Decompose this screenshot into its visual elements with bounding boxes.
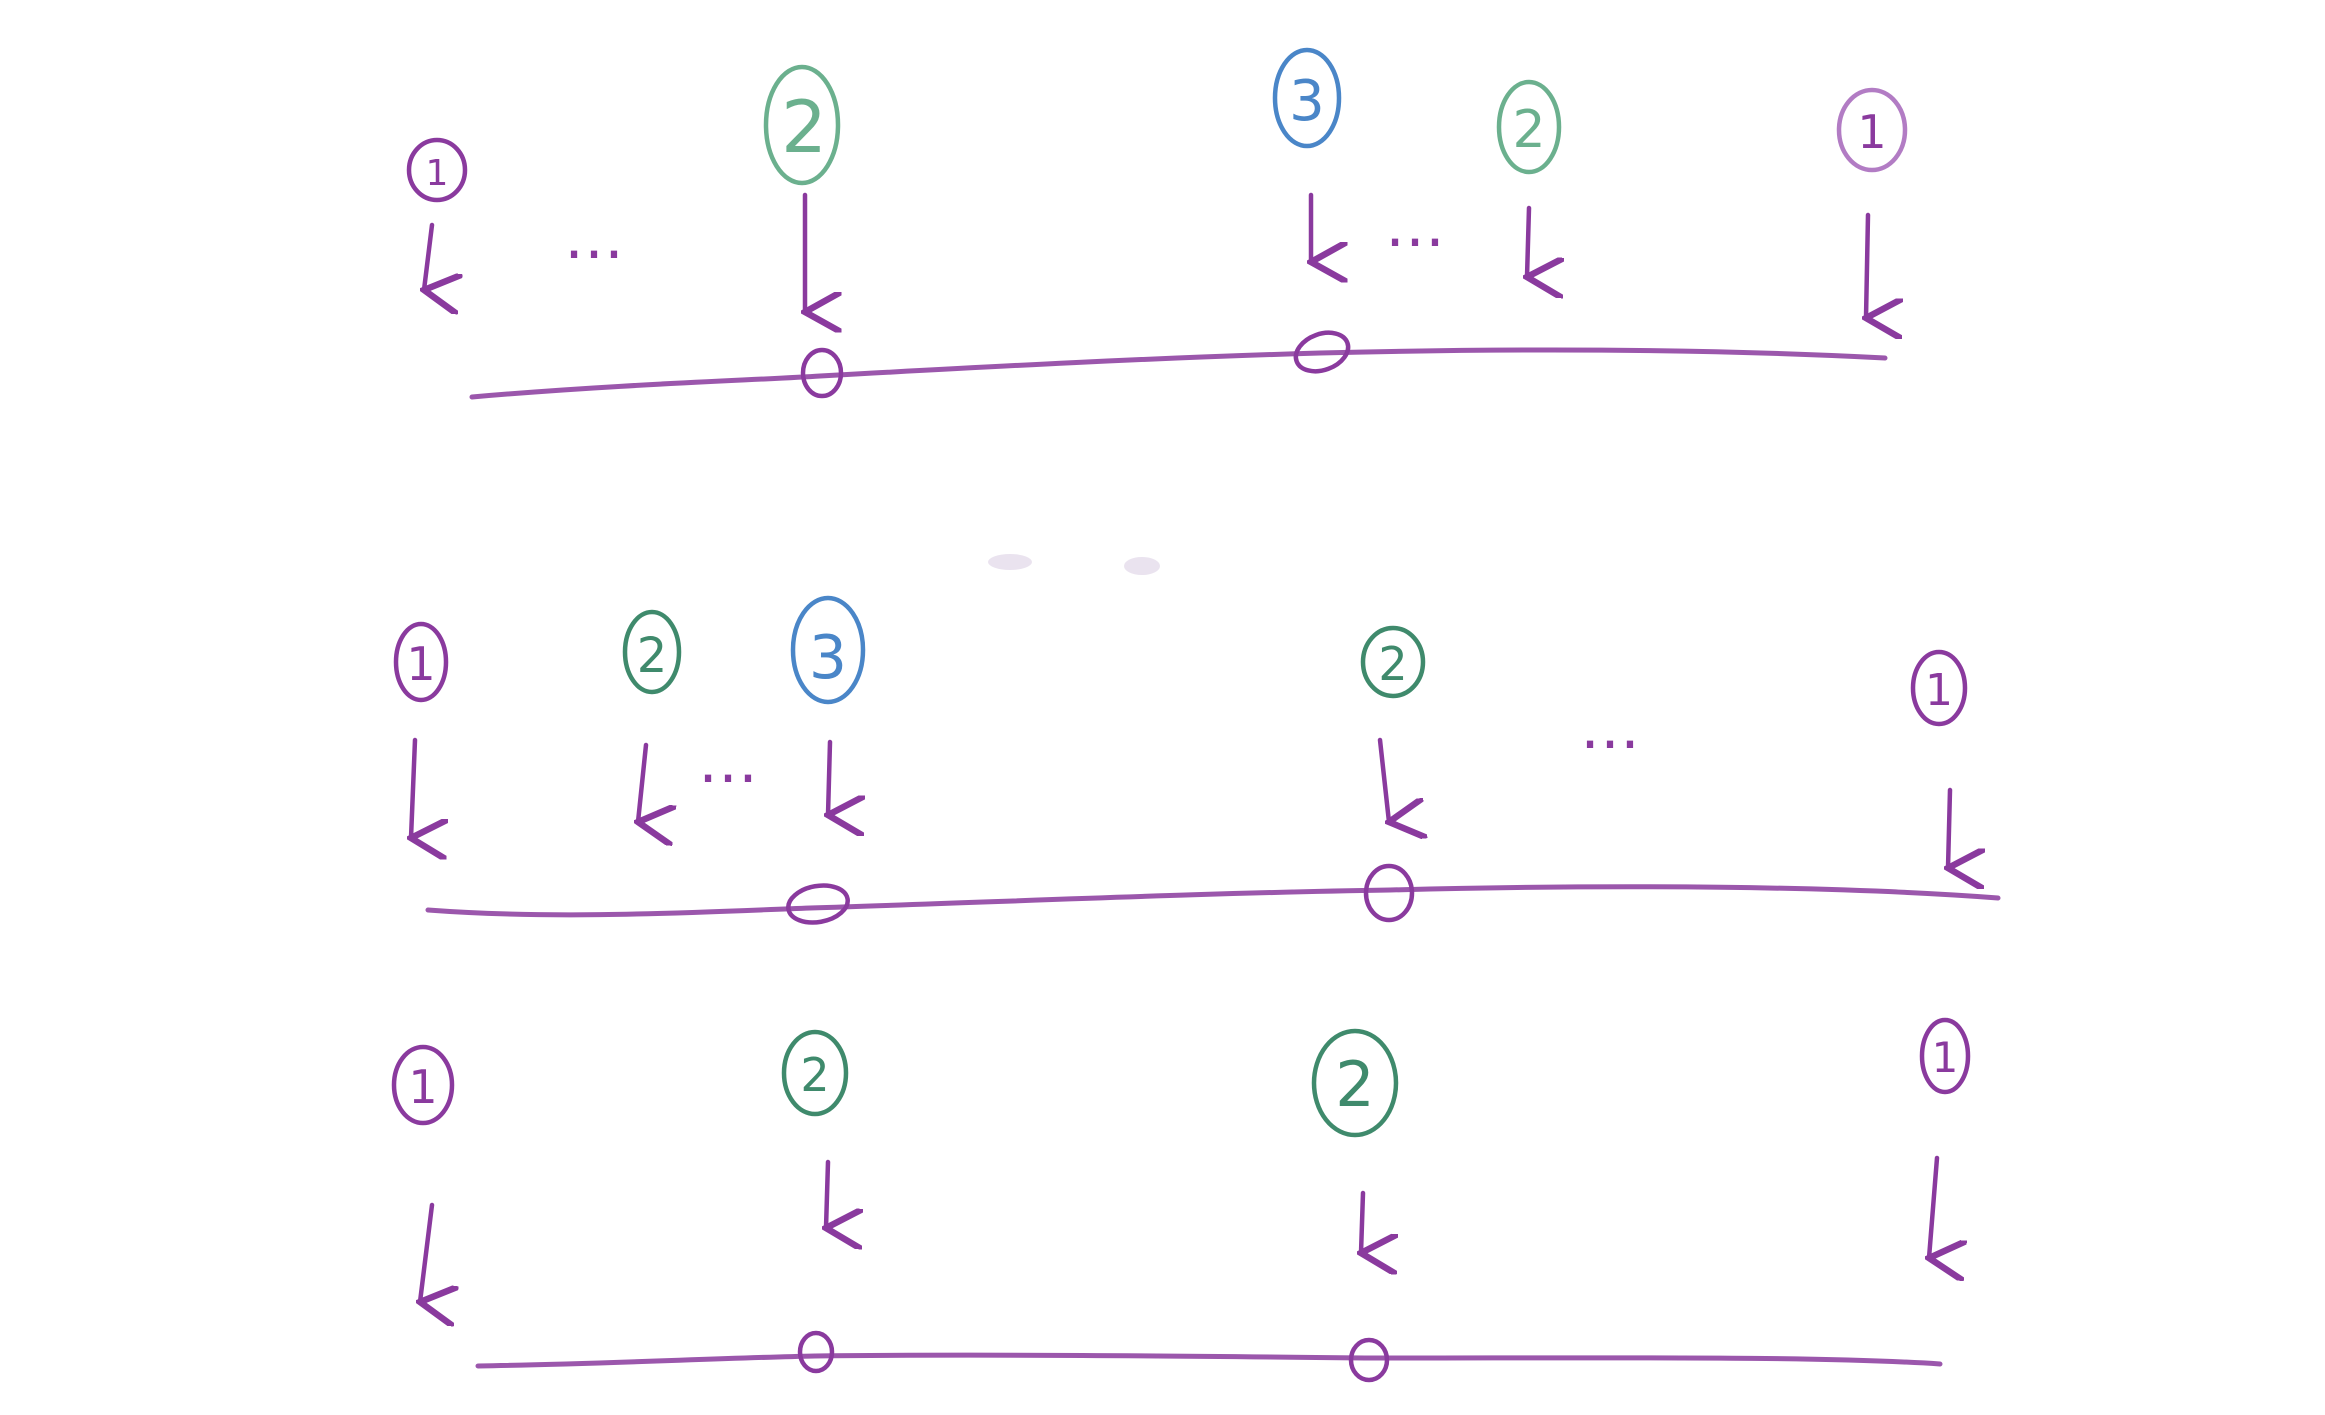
- marker-label: 1: [1857, 105, 1886, 159]
- marker: 1: [1919, 1017, 1971, 1095]
- down-arrow: [411, 737, 415, 838]
- line-dot: [1293, 330, 1351, 374]
- down-arrow: [424, 222, 432, 290]
- marker-circle: [1272, 47, 1342, 149]
- marker-label: 3: [809, 623, 847, 693]
- marker-circle: [763, 64, 841, 186]
- marker: 2: [1311, 1028, 1399, 1138]
- line-dot: [800, 347, 844, 399]
- line-dot: [1348, 1337, 1390, 1383]
- ellipsis: …: [564, 203, 624, 273]
- ellipsis: …: [1580, 693, 1640, 763]
- ellipsis: …: [698, 727, 758, 797]
- marker: 2: [781, 1029, 849, 1117]
- marker: 1: [393, 621, 449, 703]
- marker-label: 2: [781, 85, 827, 169]
- marker-label: 2: [1335, 1048, 1374, 1121]
- row-1: 1 2 3 2 1 … …: [406, 47, 1908, 400]
- marker-circle: [1910, 649, 1968, 727]
- row-3: 1 2 2 1: [391, 1017, 1971, 1383]
- smudge: [1124, 557, 1160, 575]
- smudge: [988, 554, 1032, 570]
- marker-label: 1: [426, 153, 449, 194]
- row-2: 1 2 3 2 1 … …: [393, 595, 2001, 925]
- down-arrow: [1866, 212, 1868, 318]
- marker-label: 1: [408, 1060, 437, 1114]
- ellipsis: …: [1385, 191, 1445, 261]
- marker: 2: [1496, 79, 1562, 175]
- marker: 2: [622, 609, 682, 695]
- timeline-line: [425, 884, 2001, 918]
- marker-label: 2: [637, 628, 668, 684]
- marker-circle: [1836, 87, 1908, 173]
- marker-label: 1: [1925, 665, 1953, 716]
- down-arrow: [638, 742, 646, 822]
- line-dot: [1363, 863, 1415, 923]
- marker-label: 1: [1932, 1033, 1959, 1082]
- marker: 1: [406, 137, 468, 203]
- marker-label: 1: [406, 637, 435, 691]
- marker-label: 2: [1512, 100, 1545, 160]
- down-arrow: [1948, 787, 1950, 868]
- marker-circle: [790, 595, 866, 705]
- down-arrow: [1377, 737, 1389, 822]
- marker-circle: [1496, 79, 1562, 175]
- down-arrow: [826, 1159, 828, 1228]
- marker-label: 2: [800, 1048, 829, 1102]
- line-dot: [797, 1330, 835, 1374]
- marker-circle: [406, 137, 468, 203]
- marker-circle: [622, 609, 682, 695]
- timeline-line: [475, 1352, 1943, 1369]
- down-arrow: [1929, 1155, 1937, 1258]
- down-arrow: [1527, 205, 1529, 277]
- marker-circle: [1919, 1017, 1971, 1095]
- marker-label: 2: [1378, 637, 1407, 691]
- marker: 3: [1272, 47, 1342, 149]
- marker: 2: [763, 64, 841, 186]
- down-arrow: [420, 1202, 432, 1302]
- down-arrow: [828, 739, 830, 815]
- marker-circle: [391, 1044, 455, 1126]
- marker: 1: [391, 1044, 455, 1126]
- line-dot: [786, 883, 850, 925]
- down-arrow: [1361, 1190, 1363, 1253]
- marker-label: 3: [1289, 69, 1325, 134]
- marker: 1: [1836, 87, 1908, 173]
- marker-circle: [1360, 625, 1426, 699]
- marker: 2: [1360, 625, 1426, 699]
- timeline-line: [469, 347, 1888, 400]
- marker-circle: [393, 621, 449, 703]
- marker-circle: [1311, 1028, 1399, 1138]
- marker: 3: [790, 595, 866, 705]
- marker-circle: [781, 1029, 849, 1117]
- marker: 1: [1910, 649, 1968, 727]
